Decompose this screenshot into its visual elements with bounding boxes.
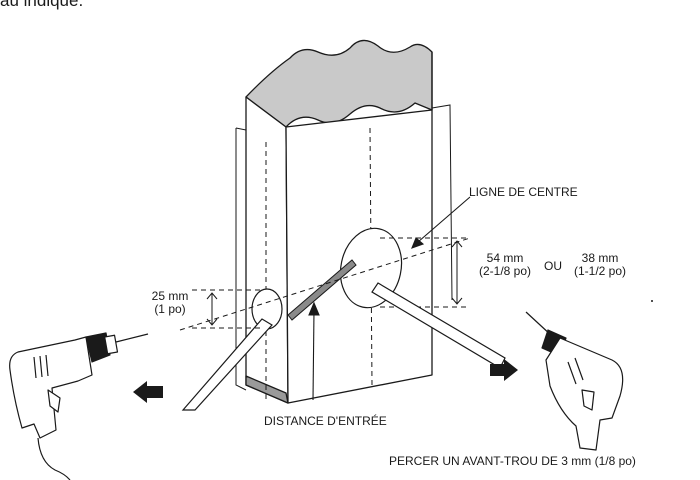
speck (651, 300, 653, 302)
leader-lines (308, 196, 471, 401)
top-text-fragment: au indiqué. (0, 0, 84, 10)
center-line (179, 237, 471, 331)
door-bottom-face (245, 375, 289, 404)
center-line-label: LIGNE DE CENTRE (469, 185, 578, 199)
left-drill-icon (9, 332, 149, 480)
alt-bore-metric-label: 38 mm (581, 251, 619, 265)
arrow-left-icon (133, 381, 163, 403)
or-label: OU (544, 259, 562, 273)
template-sheet (235, 104, 453, 391)
backset-label: DISTANCE D'ENTRÉE (264, 414, 387, 428)
large-bore-metric-label: 54 mm (486, 251, 524, 265)
large-bore-dimension (451, 240, 463, 305)
backset-bar (287, 259, 357, 321)
arrow-right-icon (490, 359, 518, 381)
door (245, 39, 433, 404)
right-drill-icon (525, 311, 624, 451)
alt-bore-imperial-label: (1-1/2 po) (573, 264, 627, 278)
small-bore-dimension (192, 289, 260, 329)
small-bore-metric-label: 25 mm (151, 289, 189, 303)
large-bore-imperial-label: (2-1/8 po) (478, 264, 532, 278)
door-edge-face (245, 96, 289, 404)
pilot-hole-label: PERCER UN AVANT-TROU DE 3 mm (1/8 po) (389, 454, 636, 468)
left-drill-shaft (181, 318, 273, 411)
small-bore-imperial-label: (1 po) (154, 302, 186, 316)
